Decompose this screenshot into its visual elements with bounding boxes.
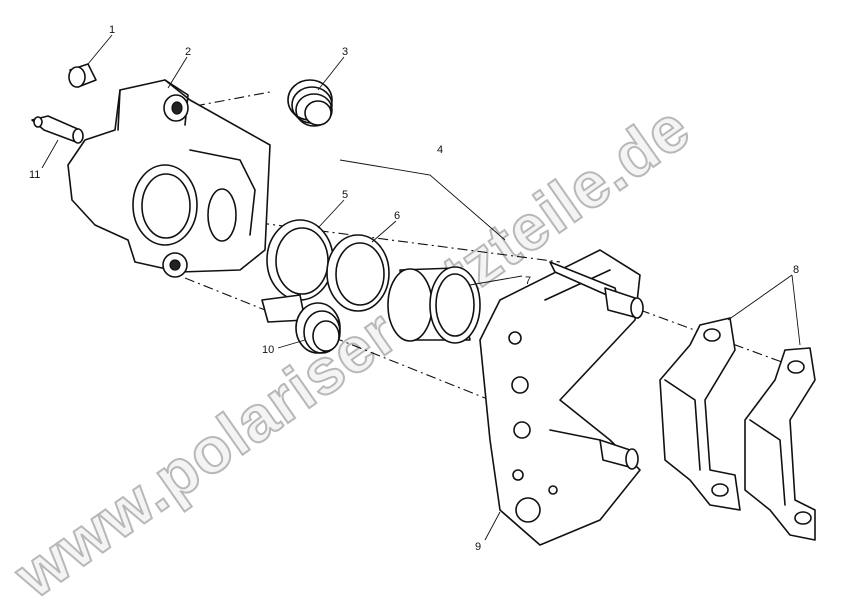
callout-labels: 1 2 3 4 5 6 7 8 9 10 11	[29, 24, 799, 553]
part-8-brake-pads	[659, 317, 816, 541]
part-1-bushing	[68, 63, 97, 88]
callout-8: 8	[793, 264, 799, 276]
callout-10: 10	[262, 344, 274, 356]
part-7-piston	[387, 266, 481, 344]
part-11-bleeder-screw	[31, 115, 84, 144]
callout-9: 9	[475, 541, 481, 553]
callout-5: 5	[342, 189, 348, 201]
part-5-seal	[266, 219, 334, 301]
leader-lines	[41, 34, 801, 541]
part-6-seal	[326, 234, 390, 312]
callout-1: 1	[109, 24, 115, 36]
part-10-guide-pin	[261, 294, 341, 354]
part-2-caliper-body	[67, 79, 271, 278]
part-9-mounting-bracket	[479, 249, 644, 546]
part-3-pin-boot	[287, 79, 333, 127]
callout-2: 2	[185, 46, 191, 58]
callout-3: 3	[342, 46, 348, 58]
callout-7: 7	[525, 275, 531, 287]
callout-6: 6	[394, 210, 400, 222]
callout-11: 11	[29, 169, 40, 181]
callout-4: 4	[437, 144, 443, 156]
